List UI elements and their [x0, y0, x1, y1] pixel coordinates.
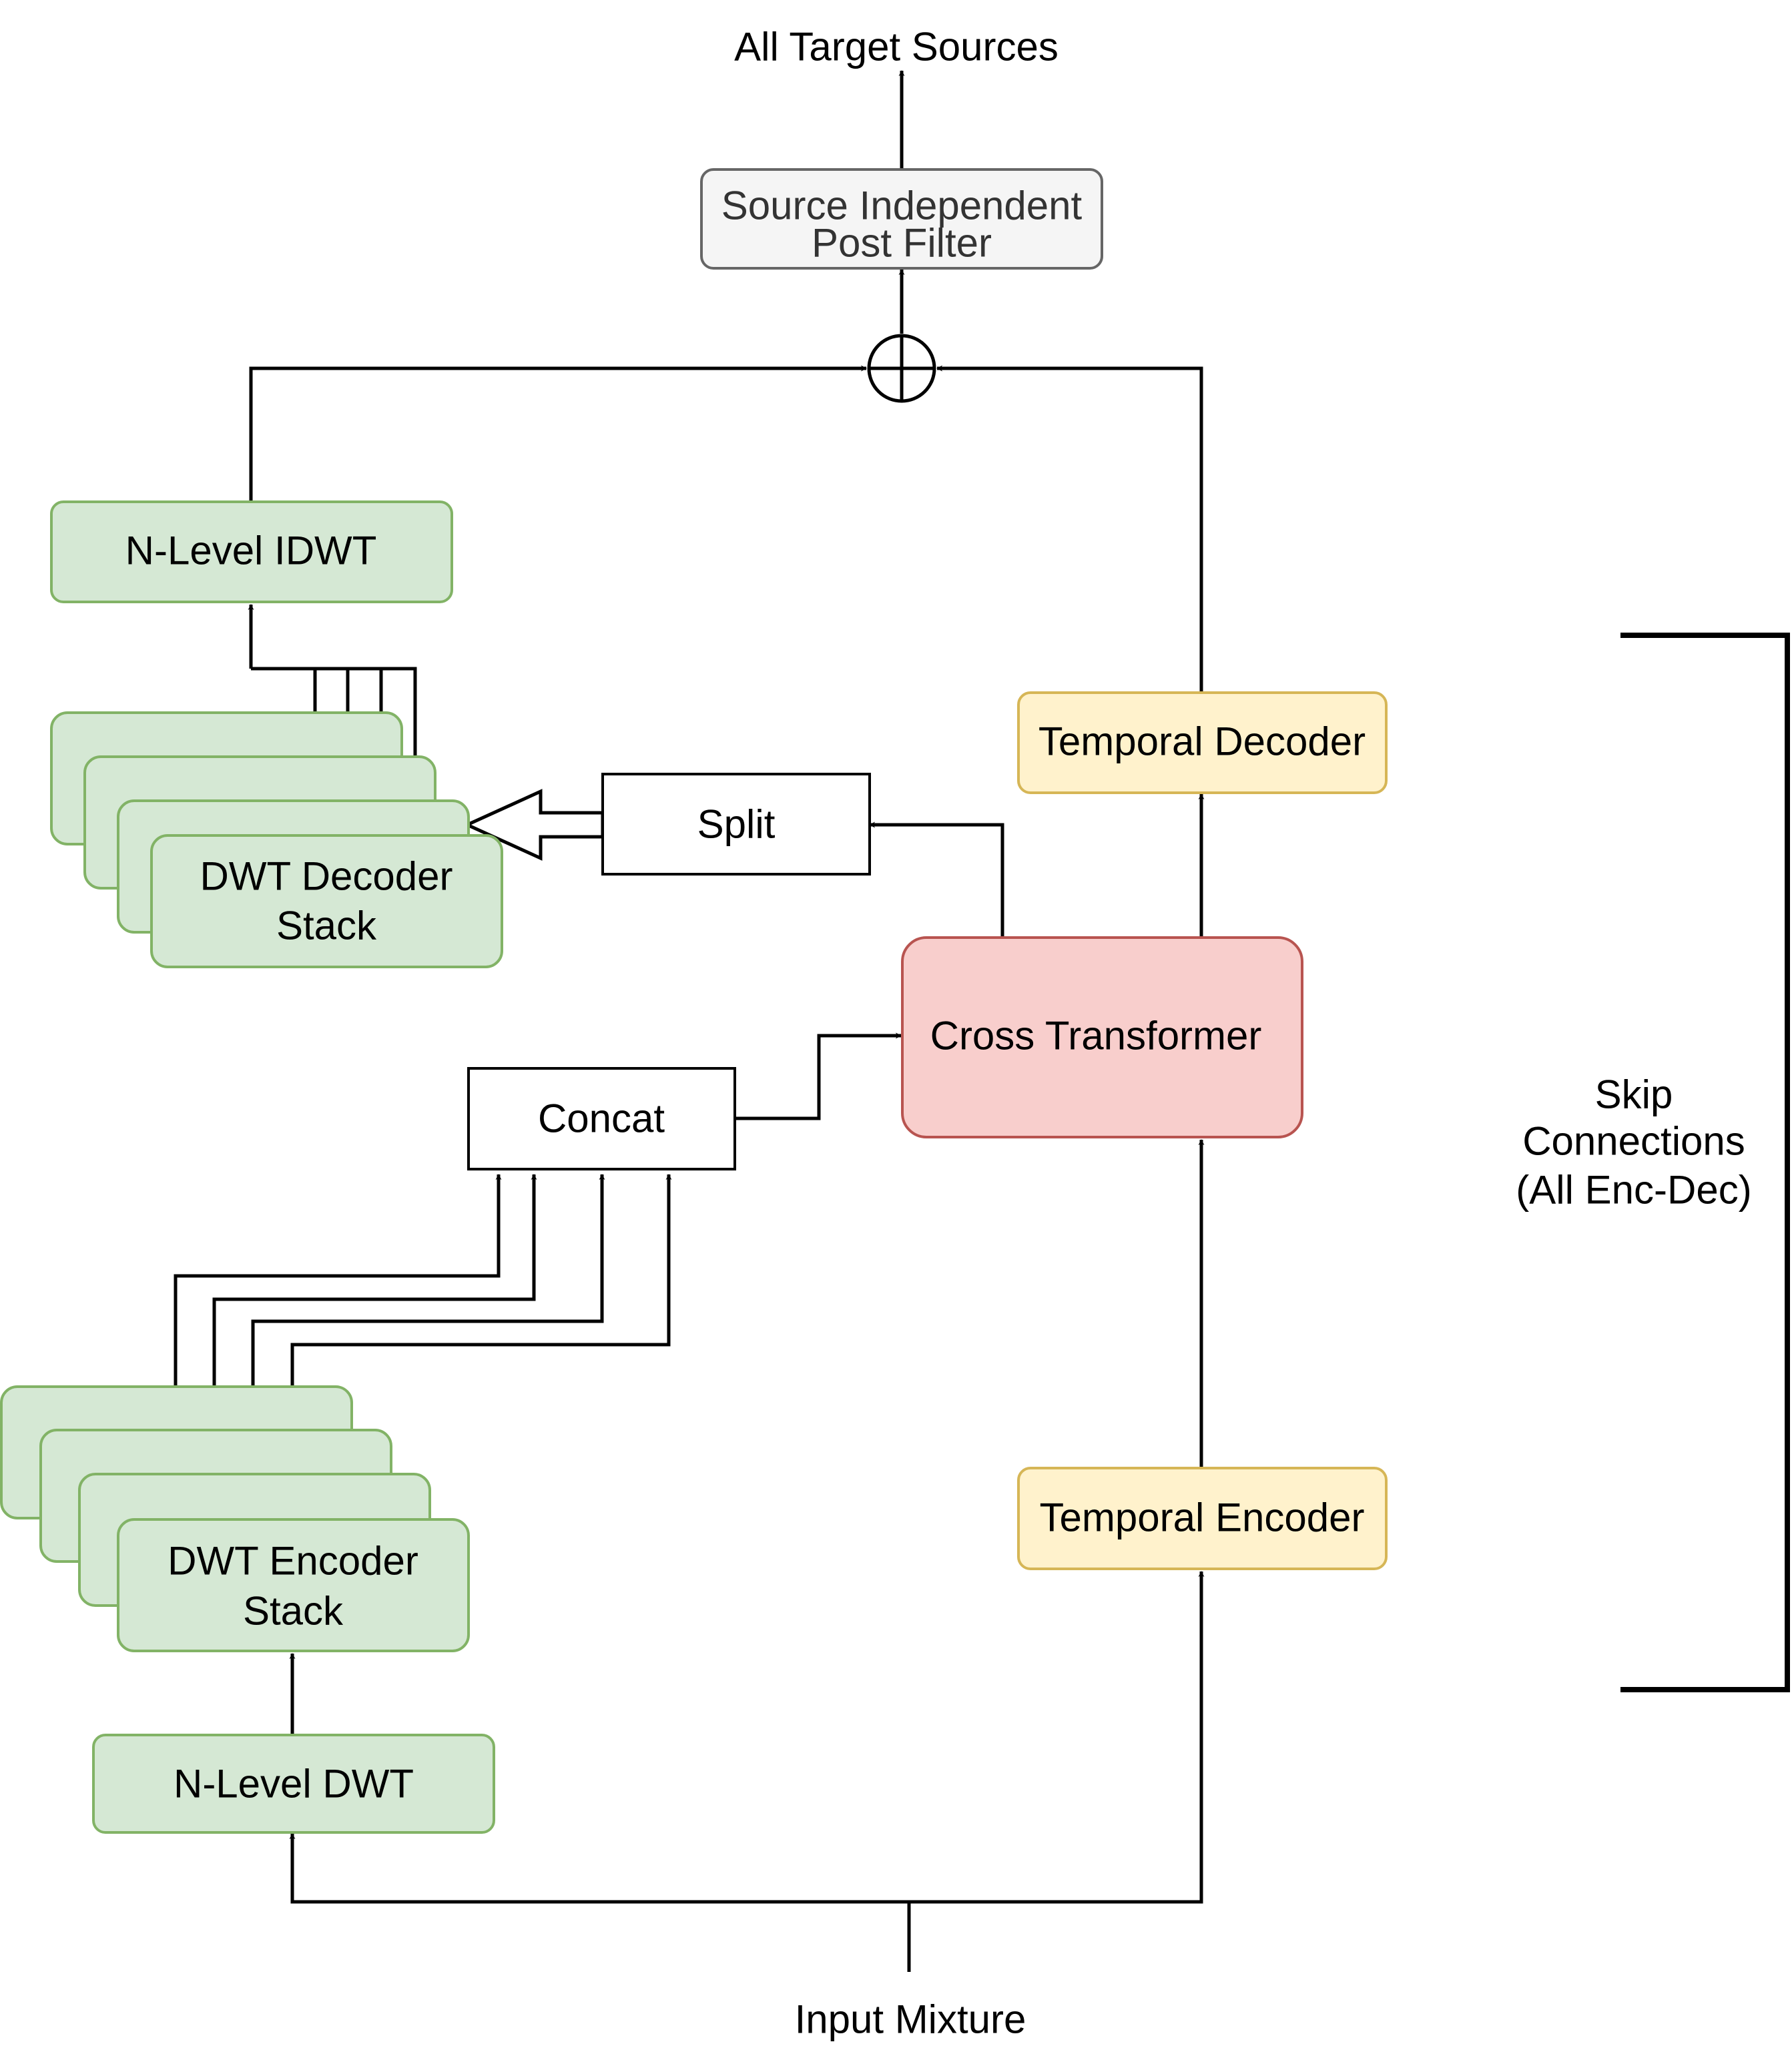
encoder-layer2-to-concat-arrow [212, 1174, 537, 1430]
temporal-decoder-label: Temporal Decoder [1038, 719, 1366, 764]
idwt-label: N-Level IDWT [125, 529, 377, 573]
cross-transformer-node: Cross Transformer [901, 936, 1303, 1138]
decoder-stack-label-line2: Stack [276, 904, 377, 948]
concat-to-cross-transformer-arrow [735, 1032, 902, 1120]
encoder-layer1-to-concat-arrow [174, 1174, 502, 1388]
sum-node [867, 334, 936, 403]
encoder-stack-label-line1: DWT Encoder [168, 1539, 418, 1584]
concat-node: Concat [467, 1067, 736, 1170]
split-label: Split [697, 802, 776, 847]
decoder-stack-layer [150, 834, 503, 968]
split-to-decoder-hollow-arrow [463, 789, 605, 861]
split-node: Split [601, 773, 871, 876]
encoder-stack-node: DWT Encoder Stack [0, 1385, 470, 1652]
concat-label: Concat [538, 1096, 665, 1141]
skip-label-line1: Skip [1595, 1072, 1673, 1117]
decoder-stack-node: DWT Decoder Stack [50, 711, 503, 968]
dwt-label: N-Level DWT [174, 1762, 414, 1806]
skip-label-line2: Connections [1522, 1119, 1745, 1164]
post-filter-label-line1: Source Independent [721, 184, 1083, 228]
temporal-decoder-to-adder-arrow [936, 365, 1203, 691]
temporal-encoder-node: Temporal Encoder [1017, 1467, 1388, 1570]
post-filter-node: Source Independent Post Filter [700, 168, 1103, 270]
input-to-temporal-encoder-arrow [909, 1571, 1205, 1904]
idwt-node: N-Level IDWT [50, 500, 453, 603]
temporal-decoder-node: Temporal Decoder [1017, 691, 1388, 794]
connectors [174, 70, 1790, 1972]
skip-connections-label: Skip Connections (All Enc-Dec) [1516, 1072, 1751, 1213]
post-filter-label-line2: Post Filter [812, 221, 992, 266]
input-label: Input Mixture [795, 1997, 1026, 2042]
temporal-encoder-label: Temporal Encoder [1040, 1495, 1365, 1540]
input-to-dwt-arrow [289, 1833, 909, 1904]
cross-transformer-to-split-arrow [869, 821, 1004, 936]
output-label: All Target Sources [734, 25, 1059, 69]
dwt-node: N-Level DWT [92, 1734, 495, 1834]
cross-transformer-label: Cross Transformer [930, 1014, 1262, 1058]
idwt-to-adder-arrow [249, 365, 867, 500]
encoder-stack-label-line2: Stack [243, 1589, 344, 1634]
encoder-stack-layer [117, 1518, 470, 1652]
decoder-stack-label-line1: DWT Decoder [200, 854, 453, 899]
skip-connections-bracket [1620, 633, 1790, 1692]
skip-label-line3: (All Enc-Dec) [1516, 1168, 1751, 1213]
